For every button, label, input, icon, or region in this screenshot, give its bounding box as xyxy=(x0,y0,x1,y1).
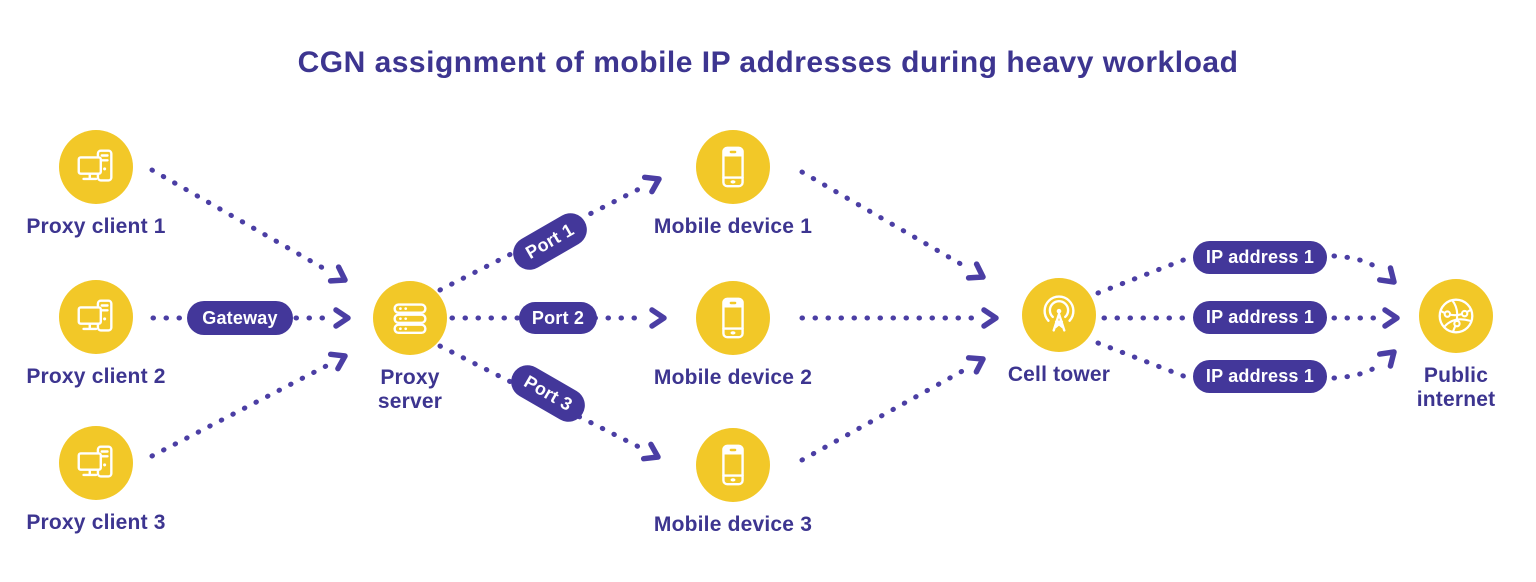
arrowhead-icon xyxy=(327,351,348,372)
connector-mobile3-tower xyxy=(799,366,969,463)
port-2-pill: Port 2 xyxy=(519,302,597,334)
node-label: Mobile device 1 xyxy=(653,215,813,238)
node-label: Proxy client 1 xyxy=(26,215,166,238)
node-circle xyxy=(696,428,770,502)
globe-network-icon xyxy=(1438,298,1474,334)
node-label: Mobile device 2 xyxy=(653,366,813,389)
connector-tower-ip1 xyxy=(1095,256,1189,296)
arrowhead-icon xyxy=(981,307,999,329)
arrowhead-icon xyxy=(327,264,348,284)
connector-ip3-internet xyxy=(1331,361,1383,381)
node-proxy-server: Proxy server xyxy=(320,281,500,413)
arrowhead-icon xyxy=(641,174,662,195)
smartphone-icon xyxy=(722,146,744,188)
node-public-internet: Public internet xyxy=(1366,279,1536,411)
node-circle xyxy=(59,426,133,500)
cell-tower-icon xyxy=(1043,295,1075,332)
node-proxy-client-3: Proxy client 3 xyxy=(6,426,186,535)
node-label: Cell tower xyxy=(1007,363,1111,386)
node-circle xyxy=(59,130,133,204)
node-label: Proxy server xyxy=(377,366,443,413)
connector-client1-server xyxy=(149,167,333,275)
node-circle xyxy=(696,281,770,355)
node-proxy-client-2: Proxy client 2 xyxy=(6,280,186,389)
node-circle xyxy=(1419,279,1493,353)
connector-server-mobile1 xyxy=(437,184,646,293)
desktop-computer-icon xyxy=(77,299,113,332)
ip-address-pill-1: IP address 1 xyxy=(1193,241,1327,274)
server-rack-icon xyxy=(393,303,427,335)
node-label: Mobile device 3 xyxy=(653,513,813,536)
node-circle xyxy=(1022,278,1096,352)
arrowhead-icon xyxy=(965,261,986,281)
node-mobile-device-2: Mobile device 2 xyxy=(643,281,823,390)
ip-address-pill-3: IP address 1 xyxy=(1193,360,1327,393)
arrowhead-icon xyxy=(649,307,667,329)
diagram-title: CGN assignment of mobile IP addresses du… xyxy=(297,46,1239,79)
connector-tower-ip3 xyxy=(1095,340,1189,380)
arrowhead-icon xyxy=(1376,265,1397,285)
ip-address-pill-2: IP address 1 xyxy=(1193,301,1327,334)
arrowhead-icon xyxy=(1376,349,1397,369)
node-circle xyxy=(696,130,770,204)
node-label: Proxy client 3 xyxy=(26,511,166,534)
connector-server-mobile3 xyxy=(437,343,646,452)
node-mobile-device-1: Mobile device 1 xyxy=(643,130,823,239)
node-label: Proxy client 2 xyxy=(26,365,166,388)
gateway-pill: Gateway xyxy=(187,301,293,335)
smartphone-icon xyxy=(722,297,744,339)
arrowhead-icon xyxy=(333,307,351,329)
node-label: Public internet xyxy=(1416,364,1496,411)
node-circle xyxy=(59,280,133,354)
node-mobile-device-3: Mobile device 3 xyxy=(643,428,823,537)
arrowhead-icon xyxy=(965,355,986,375)
connector-mobile1-tower xyxy=(799,169,969,270)
desktop-computer-icon xyxy=(77,149,113,182)
desktop-computer-icon xyxy=(77,445,113,478)
connector-ip1-internet xyxy=(1331,253,1383,273)
arrowhead-icon xyxy=(640,441,661,462)
node-proxy-client-1: Proxy client 1 xyxy=(6,130,186,239)
arrowhead-icon xyxy=(1382,307,1400,329)
smartphone-icon xyxy=(722,444,744,486)
node-cell-tower: Cell tower xyxy=(969,278,1149,387)
node-circle xyxy=(373,281,447,355)
connector-client3-server xyxy=(149,361,333,459)
